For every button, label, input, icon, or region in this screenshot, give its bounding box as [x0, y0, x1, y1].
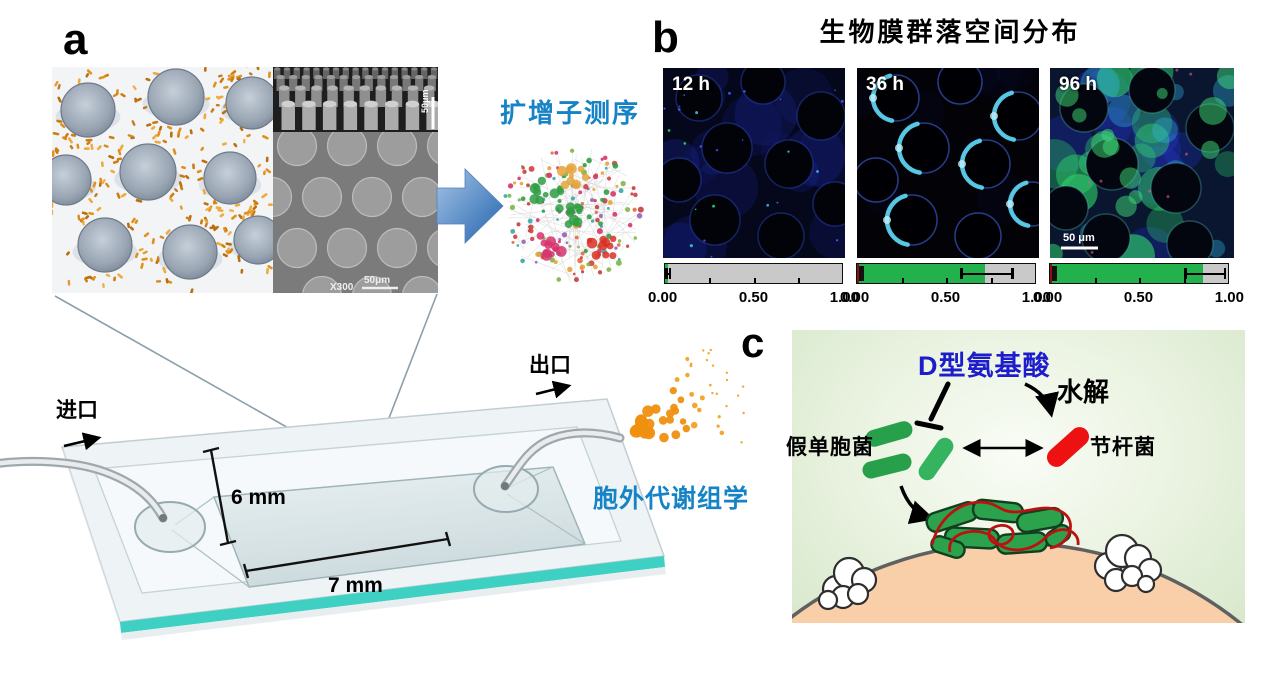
error-bar — [960, 267, 1015, 279]
green-fraction — [857, 264, 986, 283]
dimension-lines — [202, 446, 452, 579]
confocal-scalebar-label: 50 μm — [1063, 232, 1095, 244]
green-fraction — [1050, 264, 1204, 283]
attachment-arrow-icon — [899, 485, 935, 525]
inlet-label: 进口 — [56, 399, 98, 422]
sem-top-view: X300 50μm — [273, 132, 438, 293]
timepoint-label-36h: 36 h — [866, 74, 905, 95]
sem-scalebar-label: 50μm — [364, 275, 390, 286]
tick-label: 0.00 — [840, 289, 870, 306]
eps-cloud-left — [817, 556, 878, 611]
tick-label: 0.00 — [648, 289, 678, 306]
abundance-bar-96h — [1049, 263, 1229, 284]
timepoint-label-96h: 96 h — [1059, 74, 1098, 95]
abundance-bar-36h — [856, 263, 1036, 284]
outlet-arrow-icon — [535, 380, 572, 399]
d-amino-acid-label: D型氨基酸 — [918, 351, 1051, 381]
eps-cloud-right — [1093, 533, 1163, 594]
axis-labels-96h: 0.00 0.50 1.00 — [1033, 289, 1244, 306]
tick-label: 1.00 — [1021, 289, 1051, 306]
pseudomonas-rods — [862, 421, 954, 481]
chip-inlet-well — [134, 501, 206, 553]
confocal-image-12h — [663, 68, 845, 258]
arthrobacter-label: 节杆菌 — [1090, 436, 1156, 459]
panel-a-label: a — [63, 15, 88, 64]
bar-left-mark — [859, 266, 864, 281]
tick-label: 1.00 — [829, 289, 859, 306]
abundance-bar-12h — [664, 263, 843, 284]
tick-label: 1.00 — [1214, 289, 1244, 306]
timepoint-label-12h: 12 h — [672, 74, 711, 95]
tick-label: 0.50 — [738, 289, 769, 306]
amplicon-arrow-icon — [436, 168, 504, 244]
red-fraction — [1050, 264, 1053, 283]
sem-side-scalebar-label: 50μm — [420, 89, 430, 113]
micropillar-illustration — [52, 67, 273, 293]
error-bar — [665, 267, 672, 279]
hydrolysis-label: 水解 — [1057, 377, 1110, 407]
amplicon-network-illustration — [503, 148, 644, 283]
microfluidic-chip-illustration — [0, 380, 666, 640]
panel-b-label: b — [652, 13, 679, 62]
tick-label: 0.00 — [1033, 289, 1063, 306]
error-bar — [1184, 267, 1227, 279]
bar-left-mark — [1052, 266, 1057, 281]
amplicon-sequencing-title: 扩增子测序 — [500, 98, 641, 128]
panel-c-cartoon — [792, 381, 1243, 623]
surface-mound — [792, 541, 1243, 623]
inlet-arrow-icon — [63, 432, 102, 451]
panel-b-title: 生物膜群落空间分布 — [819, 17, 1081, 47]
axis-labels-12h: 0.00 0.50 1.00 — [648, 289, 859, 306]
hydrolysis-arrow-icon — [1024, 382, 1059, 418]
sem-side-view: 50μm — [273, 67, 438, 132]
confocal-image-96h: 50 μm — [1050, 68, 1234, 258]
edna-strands — [930, 500, 1080, 553]
pseudomonas-label: 假单胞菌 — [786, 436, 874, 459]
red-fraction — [857, 264, 860, 283]
tick-label: 0.50 — [1123, 289, 1154, 306]
confocal-image-36h — [857, 68, 1039, 258]
chamber-length-label: 7 mm — [328, 574, 383, 597]
outlet-label: 出口 — [529, 354, 571, 377]
panel-c-label: c — [741, 319, 765, 366]
metabolite-spray-illustration — [629, 348, 745, 444]
inhibition-tbar-icon — [914, 381, 951, 431]
chamber-height-label: 6 mm — [231, 486, 286, 509]
metabolomics-title: 胞外代谢组学 — [593, 485, 750, 513]
tick-label: 0.50 — [930, 289, 961, 306]
sem-magnification-label: X300 — [330, 282, 354, 293]
chip-glass-edge — [120, 556, 665, 633]
arthrobacter-rod — [1046, 427, 1090, 467]
axis-labels-36h: 0.00 0.50 1.00 — [840, 289, 1051, 306]
